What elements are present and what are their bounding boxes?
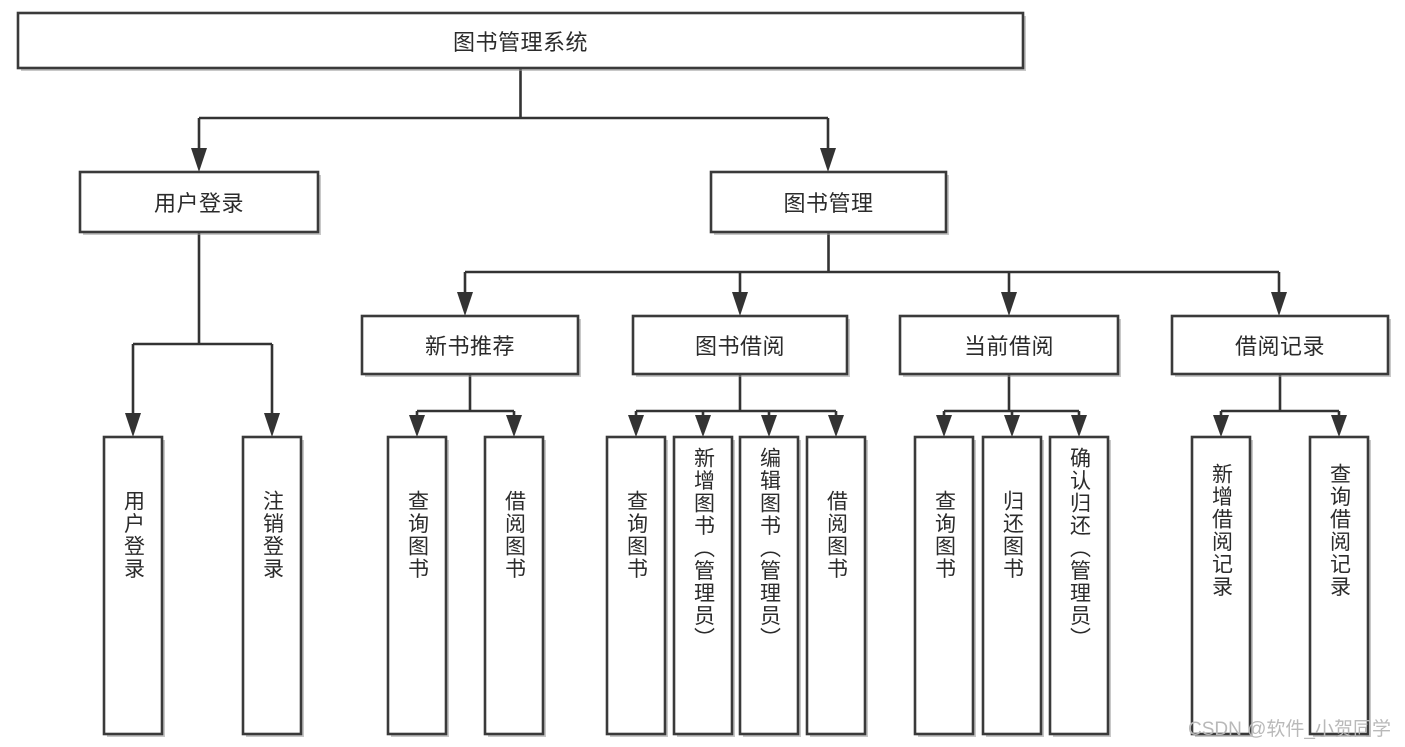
node-root[interactable] [16, 11, 1026, 71]
arrow-to-leaf-query-book-borrow [628, 415, 644, 437]
watermark-text: CSDN @软件_小贺同学 [1188, 719, 1391, 740]
node-leaf-query-book-current[interactable] [913, 435, 976, 737]
node-leaf-borrow-book[interactable] [805, 435, 868, 737]
arrow-to-current-borrow [1001, 292, 1017, 316]
node-leaf-query-book-borrow[interactable] [605, 435, 668, 737]
node-leaf-borrow-book-rec[interactable] [483, 435, 546, 737]
arrow-root-to-book-manage [820, 148, 836, 172]
node-leaf-borrow-book-rec-rect [483, 435, 545, 736]
arrow-to-borrow-record [1271, 292, 1287, 316]
arrow-to-leaf-borrow-book [828, 415, 844, 437]
connector-group-current-borrow [936, 374, 1087, 437]
node-leaf-add-borrow-record-rect [1190, 435, 1252, 736]
arrow-to-leaf-edit-book-admin [761, 415, 777, 437]
node-user-login[interactable] [78, 170, 321, 235]
arrow-to-new-book-rec [457, 292, 473, 316]
node-borrow-record[interactable] [1170, 314, 1391, 377]
node-leaf-edit-book-admin-rect [738, 435, 800, 736]
node-book-borrow[interactable] [631, 314, 850, 377]
connector-group-new-book-rec [409, 374, 522, 437]
node-leaf-query-borrow-record-rect [1308, 435, 1370, 736]
arrow-to-leaf-query-borrow-record [1331, 415, 1347, 437]
node-current-borrow-rect [898, 314, 1120, 376]
arrow-to-leaf-query-book-rec [409, 415, 425, 437]
node-leaf-query-book-current-rect [913, 435, 975, 736]
node-current-borrow[interactable] [898, 314, 1121, 377]
node-leaf-query-book-rec-rect [386, 435, 448, 736]
arrow-to-book-borrow [732, 292, 748, 316]
node-leaf-query-book-borrow-rect [605, 435, 667, 736]
arrow-to-leaf-borrow-book-rec [506, 415, 522, 437]
connector-group-borrow-record [1213, 374, 1347, 437]
node-leaf-user-logout-rect [241, 435, 303, 736]
node-leaf-add-book-admin-rect [672, 435, 734, 736]
node-book-manage[interactable] [709, 170, 949, 235]
node-leaf-user-login-rect [102, 435, 164, 736]
node-book-manage-rect [709, 170, 948, 234]
node-leaf-confirm-return-admin-rect [1048, 435, 1110, 736]
arrow-to-leaf-query-book-current [936, 415, 952, 437]
node-leaf-edit-book-admin[interactable] [738, 435, 801, 737]
arrow-root-to-user-login [191, 148, 207, 172]
arrow-to-leaf-user-login [125, 413, 141, 437]
node-leaf-query-borrow-record[interactable] [1308, 435, 1371, 737]
node-leaf-return-book-rect [981, 435, 1043, 736]
node-book-borrow-rect [631, 314, 849, 376]
node-leaf-query-book-rec[interactable] [386, 435, 449, 737]
arrow-to-leaf-add-borrow-record [1213, 415, 1229, 437]
connector-group-book-borrow [628, 374, 844, 437]
node-user-login-rect [78, 170, 320, 234]
node-new-book-rec[interactable] [360, 314, 581, 377]
node-leaf-add-borrow-record[interactable] [1190, 435, 1253, 737]
node-leaf-borrow-book-rect [805, 435, 867, 736]
node-leaf-return-book[interactable] [981, 435, 1044, 737]
node-leaf-user-logout[interactable] [241, 435, 304, 737]
node-leaf-add-book-admin[interactable] [672, 435, 735, 737]
arrow-to-leaf-return-book [1004, 415, 1020, 437]
connector-group-user-login [125, 232, 280, 437]
node-leaf-user-login[interactable] [102, 435, 165, 737]
node-borrow-record-rect [1170, 314, 1390, 376]
arrow-to-leaf-confirm-return-admin [1071, 415, 1087, 437]
arrow-to-leaf-user-logout [264, 413, 280, 437]
connector-group-book-manage [457, 232, 1287, 316]
node-new-book-rec-rect [360, 314, 580, 376]
arrow-to-leaf-add-book-admin [695, 415, 711, 437]
connector-group-root [191, 68, 836, 172]
node-root-rect [16, 11, 1025, 70]
node-leaf-confirm-return-admin[interactable] [1048, 435, 1111, 737]
